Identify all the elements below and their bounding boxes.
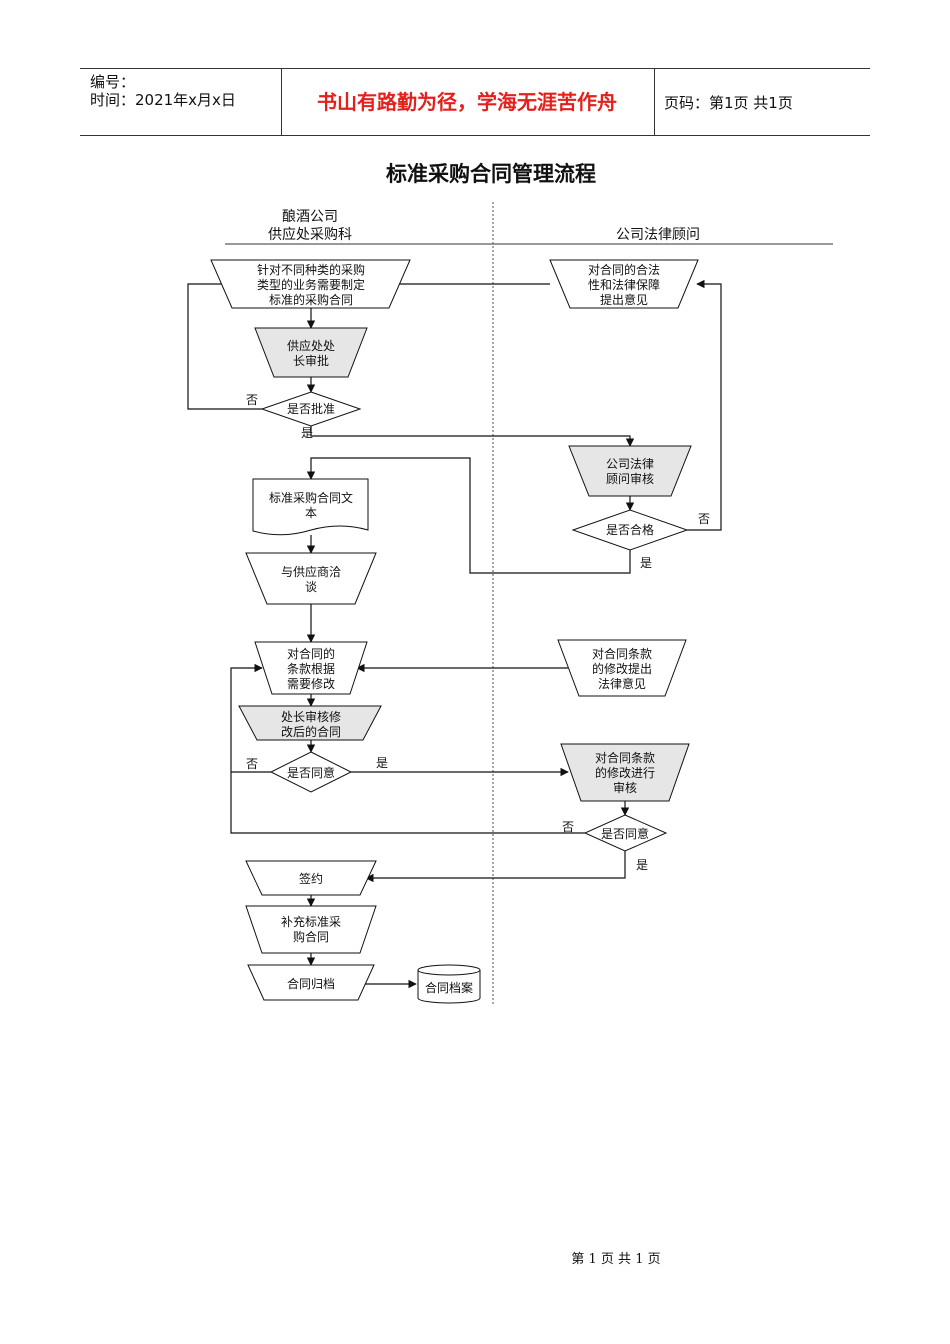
- node-legal-mod-review: [560, 743, 690, 802]
- lane-title-purchasing: 供应处采购科: [268, 227, 352, 243]
- node-legal-opinion-line-2: 性和法律保障: [588, 277, 660, 292]
- node-negotiate-line-2: 谈: [305, 580, 317, 594]
- edge-label-qualified-no: 否: [698, 512, 710, 526]
- node-agree1-label: 是否同意: [287, 765, 335, 780]
- node-agree-decision-1: [269, 751, 353, 793]
- node-legal-mod-opinion: [557, 639, 687, 697]
- node-agree2-label: 是否同意: [601, 826, 649, 841]
- edge-approved-no-loop: [187, 279, 262, 410]
- lane-title-company: 酿酒公司: [282, 209, 338, 225]
- node-modify-clauses: [254, 641, 368, 695]
- node-archive-store: 合同档案: [417, 964, 481, 1004]
- node-legal-opinion-line-3: 提出意见: [600, 292, 648, 307]
- node-sign-label: 签约: [299, 871, 323, 886]
- node-qualified-decision-label: 是否合格: [606, 522, 654, 537]
- node-negotiate-line-1: 与供应商洽: [281, 564, 341, 579]
- edge-label-agree2-yes: 是: [636, 858, 648, 872]
- node-supplement-contract: [245, 905, 377, 954]
- edge-approved-yes: [310, 426, 635, 447]
- node-modify-line-3: 需要修改: [287, 676, 335, 691]
- page-footer: 第 1 页 共 1 页: [571, 1252, 661, 1267]
- edge-label-qualified-yes: 是: [640, 556, 652, 570]
- node-draft-line-2: 类型的业务需要制定: [257, 277, 365, 292]
- node-legal-review-line-1: 公司法律: [606, 457, 654, 471]
- document-title: 标准采购合同管理流程: [386, 161, 596, 186]
- node-legal-mod-review-line-2: 的修改进行: [595, 765, 655, 780]
- node-director-approve-line-2: 长审批: [293, 353, 329, 368]
- node-legal-review-line-2: 顾问审核: [606, 471, 654, 486]
- node-standard-contract-text: [252, 478, 369, 536]
- edge-qualified-yes: [306, 457, 631, 574]
- node-negotiate-supplier: [245, 552, 377, 605]
- node-director-review-modified: [238, 705, 382, 741]
- node-modify-line-2: 条款根据: [287, 662, 335, 676]
- document-time-label: 时间：2021年x月x日: [90, 91, 236, 109]
- node-std-text-line-2: 本: [305, 506, 317, 520]
- node-director-approve-line-1: 供应处处: [287, 338, 335, 353]
- node-legal-mod-opinion-line-2: 的修改提出: [592, 661, 652, 676]
- edge-label-approved-yes: 是: [301, 426, 313, 440]
- edge-label-agree1-yes: 是: [376, 756, 388, 770]
- header-divider-1: [281, 68, 282, 136]
- node-legal-mod-review-line-3: 审核: [613, 780, 637, 795]
- node-draft-contract: [210, 259, 411, 309]
- node-archive: [247, 964, 375, 1001]
- edge-label-approved-no: 否: [246, 393, 258, 407]
- node-archive-store-label: 合同档案: [425, 980, 473, 995]
- node-legal-mod-review-line-1: 对合同条款: [595, 750, 655, 765]
- node-agree-decision-2: [583, 814, 668, 852]
- node-director-approve: [254, 327, 368, 378]
- node-legal-review: [568, 445, 692, 497]
- lane-title-legal: 公司法律顾问: [616, 227, 700, 243]
- node-director-review-line-1: 处长审核修: [281, 709, 341, 724]
- page-number-label: 页码：第1页 共1页: [664, 94, 793, 112]
- header-top-rule: [80, 68, 870, 69]
- node-draft-line-1: 针对不同种类的采购: [257, 262, 365, 277]
- node-supplement-line-1: 补充标准采: [281, 914, 341, 929]
- node-qualified-decision: [571, 509, 689, 551]
- edge-label-agree2-no: 否: [562, 820, 574, 834]
- node-approved-decision: [260, 391, 362, 427]
- document-number-label: 编号：: [90, 73, 136, 91]
- node-approved-decision-label: 是否批准: [287, 401, 335, 416]
- node-std-text-line-1: 标准采购合同文: [269, 490, 353, 505]
- node-draft-line-3: 标准的采购合同: [269, 292, 353, 307]
- edge-label-agree1-no: 否: [246, 757, 258, 771]
- motto-banner: 书山有路勤为径，学海无涯苦作舟: [317, 90, 617, 114]
- node-legal-mod-opinion-line-3: 法律意见: [598, 676, 646, 691]
- header-bottom-rule: [80, 135, 870, 136]
- node-legal-opinion: [549, 259, 699, 309]
- edge-agree-no-loop: [230, 663, 585, 834]
- node-archive-label: 合同归档: [287, 976, 335, 991]
- edge-agree2-yes: [365, 851, 626, 883]
- node-legal-opinion-line-1: 对合同的合法: [588, 262, 660, 277]
- header-divider-2: [654, 68, 655, 136]
- node-legal-mod-opinion-line-1: 对合同条款: [592, 646, 652, 661]
- node-modify-line-1: 对合同的: [287, 646, 335, 661]
- node-director-review-line-2: 改后的合同: [281, 724, 341, 739]
- node-sign: [245, 860, 377, 896]
- node-supplement-line-2: 购合同: [293, 929, 329, 944]
- edge-qualified-no: [687, 279, 722, 531]
